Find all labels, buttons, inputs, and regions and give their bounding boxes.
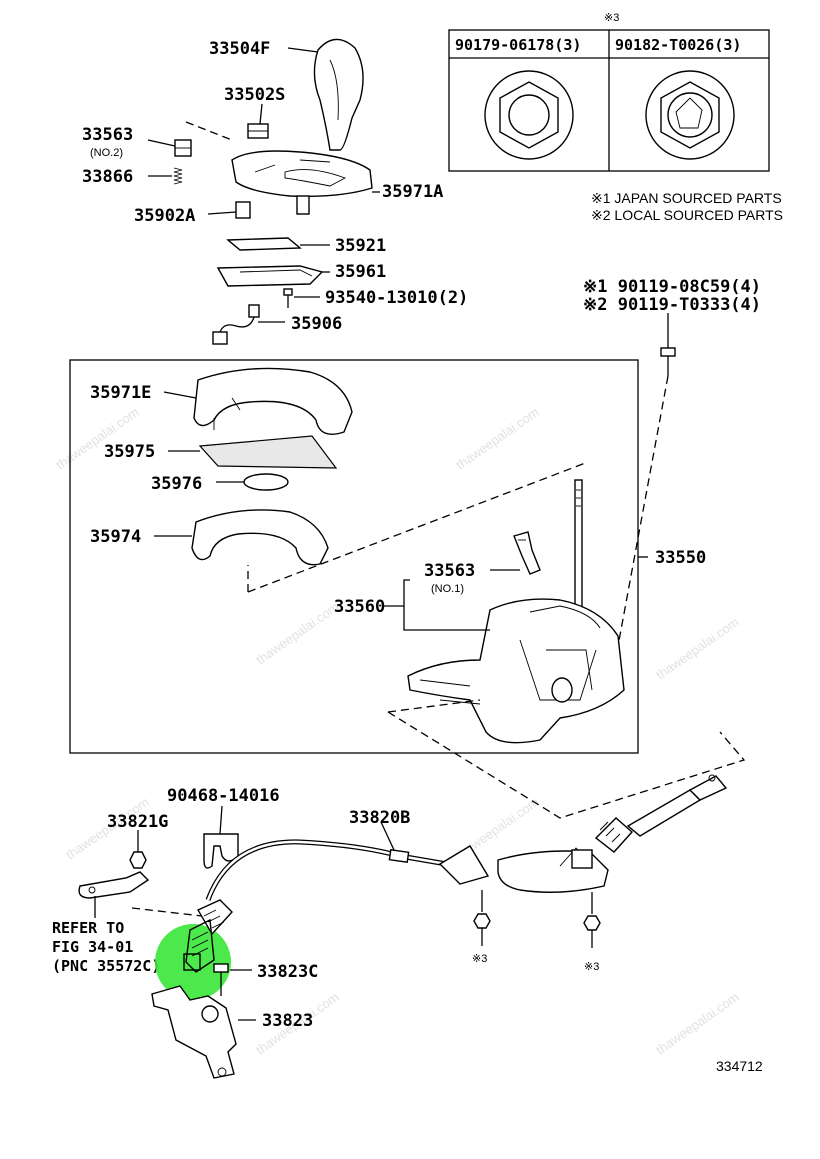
leader-35971E xyxy=(163,391,197,399)
leader-33504F xyxy=(287,47,319,53)
lower-cover-part xyxy=(191,509,329,566)
clip-part xyxy=(235,201,251,219)
shift-housing-part xyxy=(407,598,625,744)
bolt-japan-label: ※1 90119-08C59(4) xyxy=(583,277,761,297)
label-33560: 33560 xyxy=(334,597,385,617)
label-90468: 90468-14016 xyxy=(167,786,280,806)
shift-knob-part xyxy=(313,38,364,151)
dashed-housing-line xyxy=(387,699,481,713)
cover-part xyxy=(193,367,353,435)
plate-part xyxy=(198,435,338,469)
leader-35902A xyxy=(207,211,237,215)
watermark: thaweepalai.com xyxy=(253,599,342,667)
nut-left-mark: ※3 xyxy=(472,953,487,965)
cable-bracket-part xyxy=(78,871,150,899)
label-33820B: 33820B xyxy=(349,808,410,828)
indicator-housing-part xyxy=(231,150,373,215)
table-col1-part: 90179-06178(3) xyxy=(455,36,581,54)
watermark: thaweepalai.com xyxy=(453,404,542,472)
label-33563-no1: 33563 xyxy=(424,561,475,581)
dashed-bracket-line xyxy=(131,907,203,917)
leader-33502S xyxy=(259,103,263,125)
label-93540: 93540-13010(2) xyxy=(325,288,468,308)
bolt-part xyxy=(660,347,676,376)
label-33823C: 33823C xyxy=(257,962,318,982)
nut-right xyxy=(583,915,601,931)
label-35961: 35961 xyxy=(335,262,386,282)
bulb-wire-part xyxy=(212,304,260,345)
screw-part xyxy=(283,288,293,308)
lock-nut-top-view xyxy=(645,70,735,160)
label-35906: 35906 xyxy=(291,314,342,334)
leader-33560 xyxy=(384,579,490,631)
watermark: thaweepalai.com xyxy=(653,989,742,1057)
label-35971A: 35971A xyxy=(382,182,443,202)
spring-seat-part xyxy=(174,139,192,157)
label-35974: 35974 xyxy=(90,527,141,547)
light-guide-part xyxy=(216,265,324,287)
watermark: thaweepalai.com xyxy=(53,404,142,472)
legend-japan: ※1 JAPAN SOURCED PARTS xyxy=(591,190,782,206)
label-35975: 35975 xyxy=(104,442,155,462)
label-33821G: 33821G xyxy=(107,812,168,832)
shift-cable-part xyxy=(205,839,490,901)
highlight-marker xyxy=(155,924,231,1000)
cable-adjuster-part xyxy=(594,774,728,853)
table-col2-part: 90182-T0026(3) xyxy=(615,36,741,54)
diagram-id: 334712 xyxy=(716,1058,763,1074)
label-35902A: 35902A xyxy=(134,206,195,226)
nut-left xyxy=(473,913,491,929)
dashed-alignment xyxy=(185,121,233,141)
nut-top-view xyxy=(484,70,574,160)
button-part xyxy=(247,123,269,139)
leader-33820B xyxy=(380,821,395,851)
label-35971E: 35971E xyxy=(90,383,151,403)
lever-rod-part xyxy=(574,479,583,621)
detent-spring-part xyxy=(513,531,541,575)
label-33550: 33550 xyxy=(655,548,706,568)
label-35921: 35921 xyxy=(335,236,386,256)
disc-part xyxy=(243,473,289,491)
bolt-33823C-part xyxy=(213,963,229,996)
dashed-cover-line xyxy=(247,461,589,593)
nut-right-mark: ※3 xyxy=(584,961,599,973)
refer-line3: (PNC 35572C) xyxy=(52,957,160,975)
label-33504F: 33504F xyxy=(209,39,270,59)
bolt-local-label: ※2 90119-T0333(4) xyxy=(583,295,761,315)
label-33563-no1-note: (NO.1) xyxy=(431,583,464,595)
refer-line1: REFER TO xyxy=(52,919,124,937)
cable-end-part xyxy=(183,899,233,973)
refer-line2: FIG 34-01 xyxy=(52,938,133,956)
label-33563-no2-note: (NO.2) xyxy=(90,147,123,159)
label-33823: 33823 xyxy=(262,1011,313,1031)
spring-part xyxy=(173,167,183,185)
label-33563-no2: 33563 xyxy=(82,125,133,145)
leader-90468 xyxy=(219,805,223,835)
leader-33563-no2 xyxy=(147,139,176,147)
cable-mount-bracket-part xyxy=(151,985,237,1079)
legend-local: ※2 LOCAL SOURCED PARTS xyxy=(591,207,783,223)
cable-end-bracket-part xyxy=(497,847,609,893)
label-33502S: 33502S xyxy=(224,85,285,105)
label-35976: 35976 xyxy=(151,474,202,494)
label-33866: 33866 xyxy=(82,167,133,187)
watermark: thaweepalai.com xyxy=(653,614,742,682)
nut-33821G-part xyxy=(129,851,147,869)
table-mark: ※3 xyxy=(604,12,619,24)
gasket-part xyxy=(226,237,302,251)
